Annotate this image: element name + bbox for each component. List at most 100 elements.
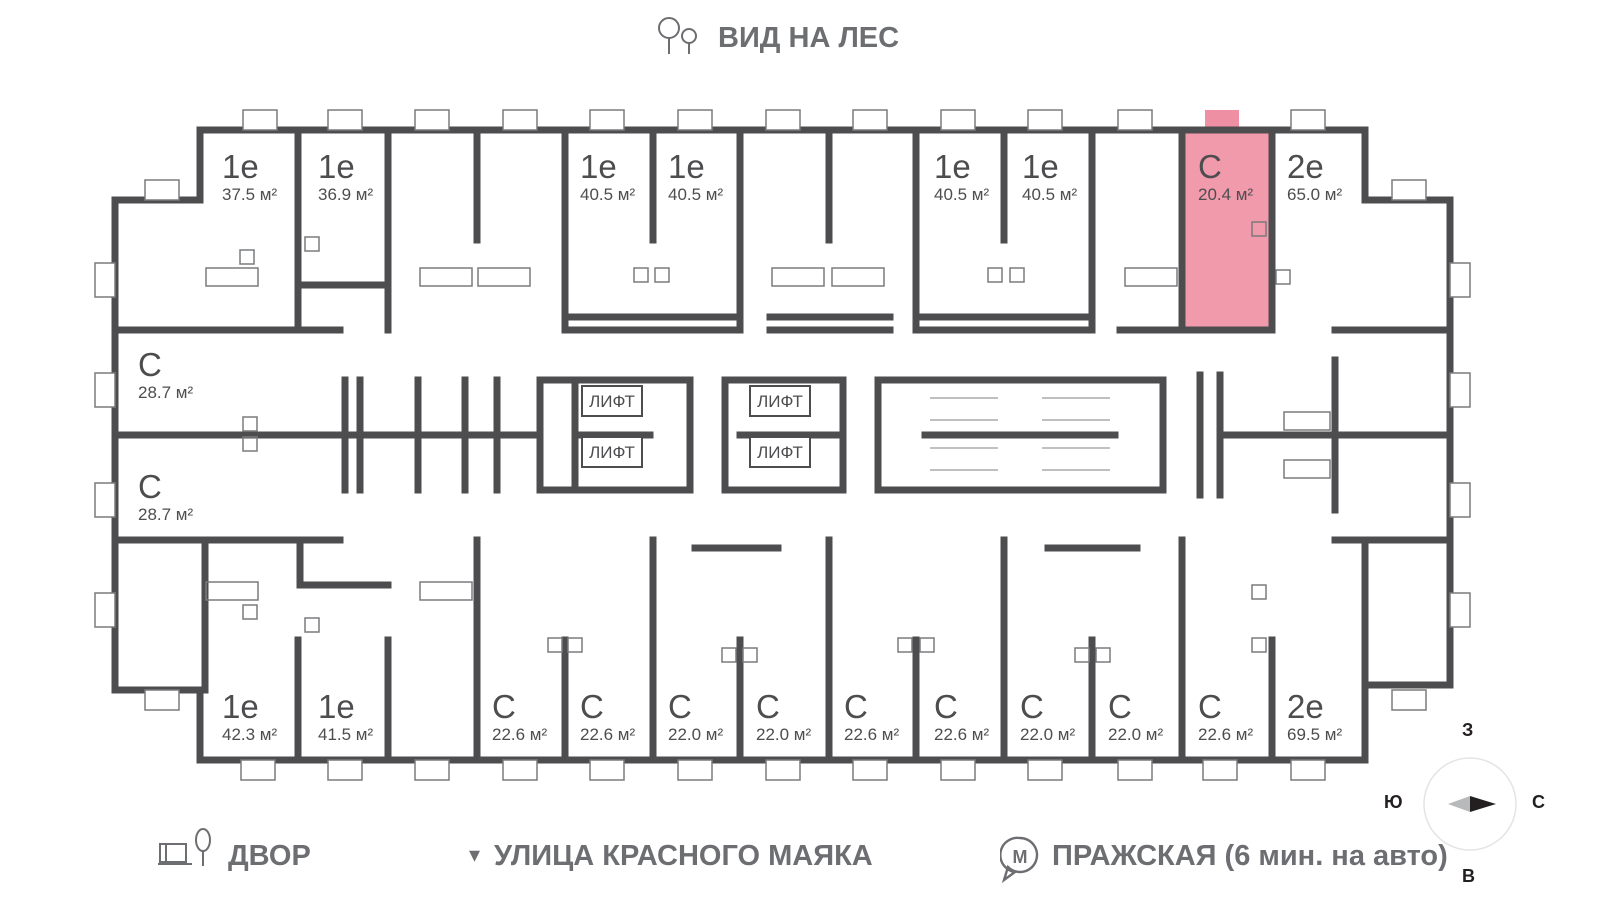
window [327,759,363,781]
apartment-area: 40.5 м² [934,185,989,204]
window [589,109,625,131]
window [502,109,538,131]
bathtub [205,581,259,601]
window [852,759,888,781]
apartment-21[interactable]: С22.6 м² [1198,688,1253,744]
apartment-type: 1е [222,148,259,185]
metro-label: ПРАЖСКАЯ (6 мин. на авто) [1052,840,1448,872]
apartment-type: 2е [1287,148,1324,185]
stove [633,267,649,283]
window [94,262,116,298]
compass-arrow-icon [1422,756,1518,857]
compass-south-letter: В [1462,866,1475,886]
yard-label: ДВОР [228,840,311,872]
apartment-area: 28.7 м² [138,505,193,524]
apartment-type: 2е [1287,688,1324,725]
apartment-20[interactable]: С22.0 м² [1108,688,1163,744]
bathtub [419,267,473,287]
lift-group: ЛИФТ ЛИФТ ЛИФТ ЛИФТ [581,385,811,468]
apartment-15[interactable]: С22.0 м² [668,688,723,744]
stove [1275,269,1291,285]
stove [742,647,758,663]
window [765,109,801,131]
apartment-16[interactable]: С22.0 м² [756,688,811,744]
stove [567,637,583,653]
apartment-type: 1е [318,148,355,185]
lift-label: ЛИФТ [589,443,635,462]
stove [242,436,258,452]
stove [547,637,563,653]
apartment-type: С [1198,688,1222,725]
stove [654,267,670,283]
window [94,482,116,518]
apartment-type: С [1020,688,1044,725]
street-marker: ▾ [469,842,481,867]
stove [1251,584,1267,600]
bathtub [771,267,825,287]
window [765,759,801,781]
window [144,689,180,711]
apartment-area: 37.5 м² [222,185,277,204]
apartment-13[interactable]: С22.6 м² [492,688,547,744]
apartment-area: 22.0 м² [1108,725,1163,744]
apartment-area: 40.5 м² [668,185,723,204]
window [1202,759,1238,781]
apartment-9[interactable]: С28.7 м² [138,346,193,402]
street-label: УЛИЦА КРАСНОГО МАЯКА [494,840,873,872]
stove [1251,637,1267,653]
bathtub [1124,267,1178,287]
window [1290,109,1326,131]
apartment-area: 22.6 м² [844,725,899,744]
apartment-type: 1е [1022,148,1059,185]
apartment-area: 41.5 м² [318,725,373,744]
apartment-type: С [756,688,780,725]
compass-east-letter: С [1532,792,1545,812]
stove [1074,647,1090,663]
apartment-area: 22.0 м² [1020,725,1075,744]
apartment-14[interactable]: С22.6 м² [580,688,635,744]
apartment-type: С [844,688,868,725]
window [940,109,976,131]
apartment-area: 22.6 м² [492,725,547,744]
apartment-area: 22.0 м² [756,725,811,744]
bathtub [477,267,531,287]
window [94,592,116,628]
window [1117,759,1153,781]
bathtub [1283,411,1331,431]
apartment-10[interactable]: С28.7 м² [138,468,193,524]
window [1391,689,1427,711]
apartment-type: С [492,688,516,725]
bathtub [419,581,473,601]
apartment-area: 40.5 м² [1022,185,1077,204]
lift-label: ЛИФТ [757,392,803,411]
svg-text:M: M [1013,847,1028,867]
apartment-7[interactable]: С20.4 м² [1198,148,1253,204]
apartment-area: 40.5 м² [580,185,635,204]
window [1117,109,1153,131]
apartment-19[interactable]: С22.0 м² [1020,688,1075,744]
apartment-18[interactable]: С22.6 м² [934,688,989,744]
apartment-area: 20.4 м² [1198,185,1253,204]
apartment-area: 28.7 м² [138,383,193,402]
apartment-type: 1е [934,148,971,185]
apartment-area: 42.3 м² [222,725,277,744]
apartment-17[interactable]: С22.6 м² [844,688,899,744]
apartment-area: 22.0 м² [668,725,723,744]
apartment-type: С [580,688,604,725]
apartment-type: С [138,468,162,505]
apartment-type: С [668,688,692,725]
window [589,759,625,781]
window [327,109,363,131]
highlighted-apartment [1185,130,1270,330]
